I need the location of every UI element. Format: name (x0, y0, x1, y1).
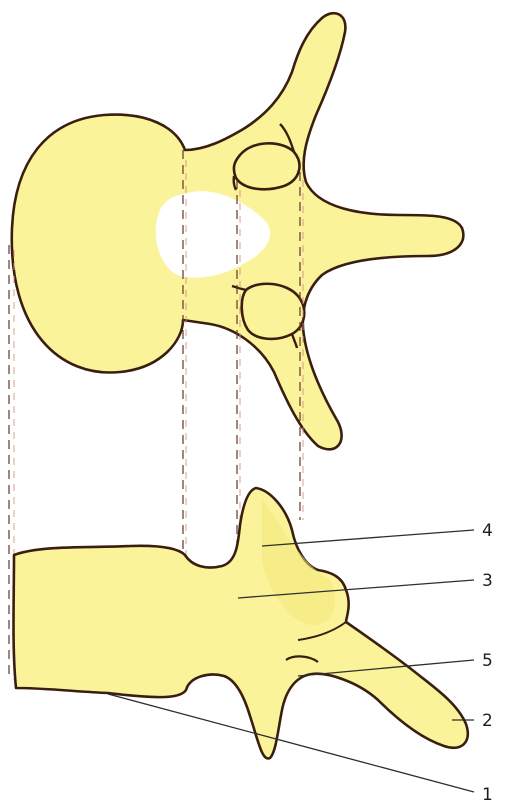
labels: 4 3 5 2 1 (482, 521, 493, 805)
superior-articular-facet (234, 143, 300, 189)
lateral-view-vertebra-shape (14, 488, 468, 758)
label-5: 5 (482, 651, 493, 671)
inferior-articular-facet (242, 284, 305, 339)
label-1: 1 (482, 785, 493, 805)
label-2: 2 (482, 711, 493, 731)
lateral-view (14, 488, 468, 758)
label-3: 3 (482, 571, 493, 591)
label-4: 4 (482, 521, 493, 541)
